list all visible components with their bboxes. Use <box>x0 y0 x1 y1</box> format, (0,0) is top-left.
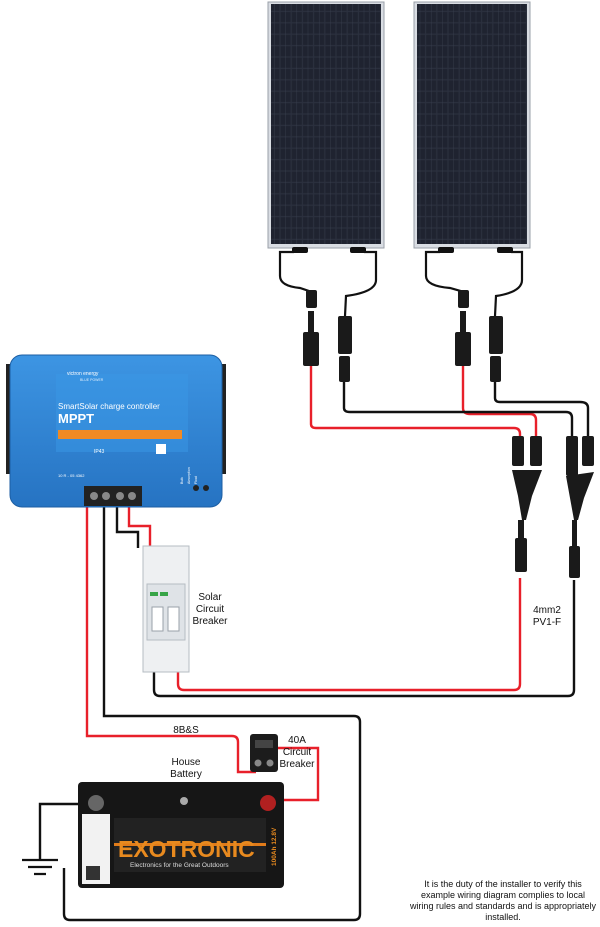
solar-breaker-label-1: Solar <box>198 592 222 603</box>
panel-leads <box>278 250 524 317</box>
y-branch-connector-negative <box>566 436 594 578</box>
installer-disclaimer: It is the duty of the installer to verif… <box>409 879 597 922</box>
positive-wires <box>85 366 538 802</box>
solar-breaker-label-3: Breaker <box>192 616 228 627</box>
negative-wires <box>22 382 590 922</box>
mppt-serial: 10 R - 05 4362 <box>58 473 85 478</box>
battery-cable-size: 8B&S <box>173 725 199 736</box>
junction-boxes <box>292 247 513 253</box>
positive-terminal <box>260 795 276 811</box>
mppt-rating: IP43 <box>94 449 105 455</box>
solar-circuit-breaker <box>142 545 190 673</box>
mppt-side-label-0: Bulk <box>180 477 184 484</box>
solar-panel-right <box>413 1 531 249</box>
fuse-label-2: Circuit <box>283 747 312 758</box>
battery-spec: 100Ah 12.8V <box>271 827 278 866</box>
pv-cable-size: 4mm2 <box>533 605 561 616</box>
pv-cable-type: PV1-F <box>533 617 561 628</box>
mppt-brand-sub: BLUE POWER <box>80 378 104 382</box>
battery-tagline: Electronics for the Great Outdoors <box>130 862 229 869</box>
battery-brand: EXOTRONIC <box>118 836 255 862</box>
mppt-side-label-1: Absorption <box>187 467 191 484</box>
mppt-model: MPPT <box>58 411 94 426</box>
fuse-label-3: Breaker <box>279 759 315 770</box>
y-branch-connector-positive <box>512 436 542 572</box>
mppt-charge-controller <box>6 354 226 508</box>
fuse-label-1: 40A <box>288 735 306 746</box>
negative-terminal <box>88 795 104 811</box>
battery-label-1: House <box>172 757 201 768</box>
solar-breaker-label-2: Circuit <box>196 604 225 615</box>
house-battery <box>78 782 284 888</box>
mppt-side-label-2: Float <box>194 476 198 484</box>
solar-panel-left <box>267 1 385 249</box>
mppt-brand: victron energy <box>67 371 99 377</box>
battery-label-2: Battery <box>170 769 202 780</box>
mppt-product: SmartSolar charge controller <box>58 402 160 411</box>
mc4-connectors-panels <box>303 290 503 382</box>
battery-circuit-breaker <box>250 734 278 772</box>
